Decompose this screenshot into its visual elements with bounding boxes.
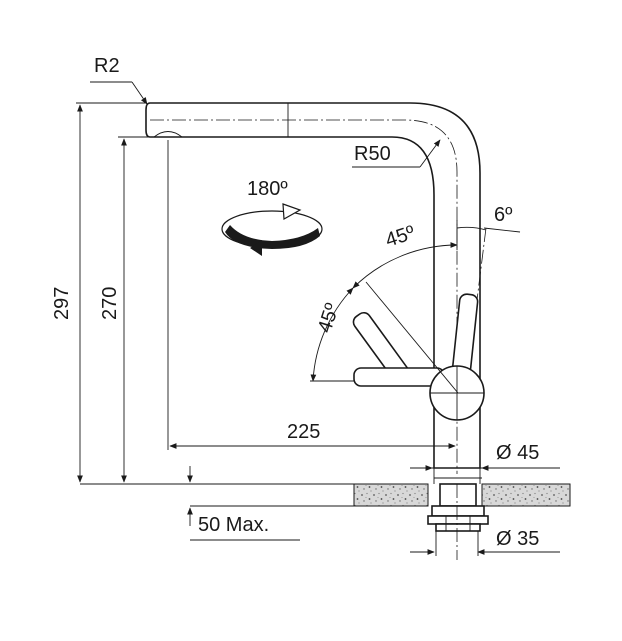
height-total-label: 297 [51,287,73,320]
tilt-angle-label: 6º [494,204,513,226]
rotation-arrow-icon [221,203,323,256]
lever-angle-lower-label: 45º [314,300,344,336]
lever-angle-arcs [310,220,521,394]
lever-angle-upper-label: 45º [383,221,419,251]
hole-diameter-label: Ø 35 [496,528,539,550]
bend-radius-label: R50 [354,143,391,165]
height-outlet-label: 270 [99,287,121,320]
max-thickness-label: 50 Max. [198,514,269,536]
tip-radius-label: R2 [94,55,120,77]
lever-handle [352,293,485,421]
body-diameter-label: Ø 45 [496,442,539,464]
dimension-lines [76,81,560,556]
mounting-shank [427,483,489,532]
countertop [80,483,571,507]
reach-label: 225 [287,421,320,443]
rotation-label: 180º [247,178,288,200]
